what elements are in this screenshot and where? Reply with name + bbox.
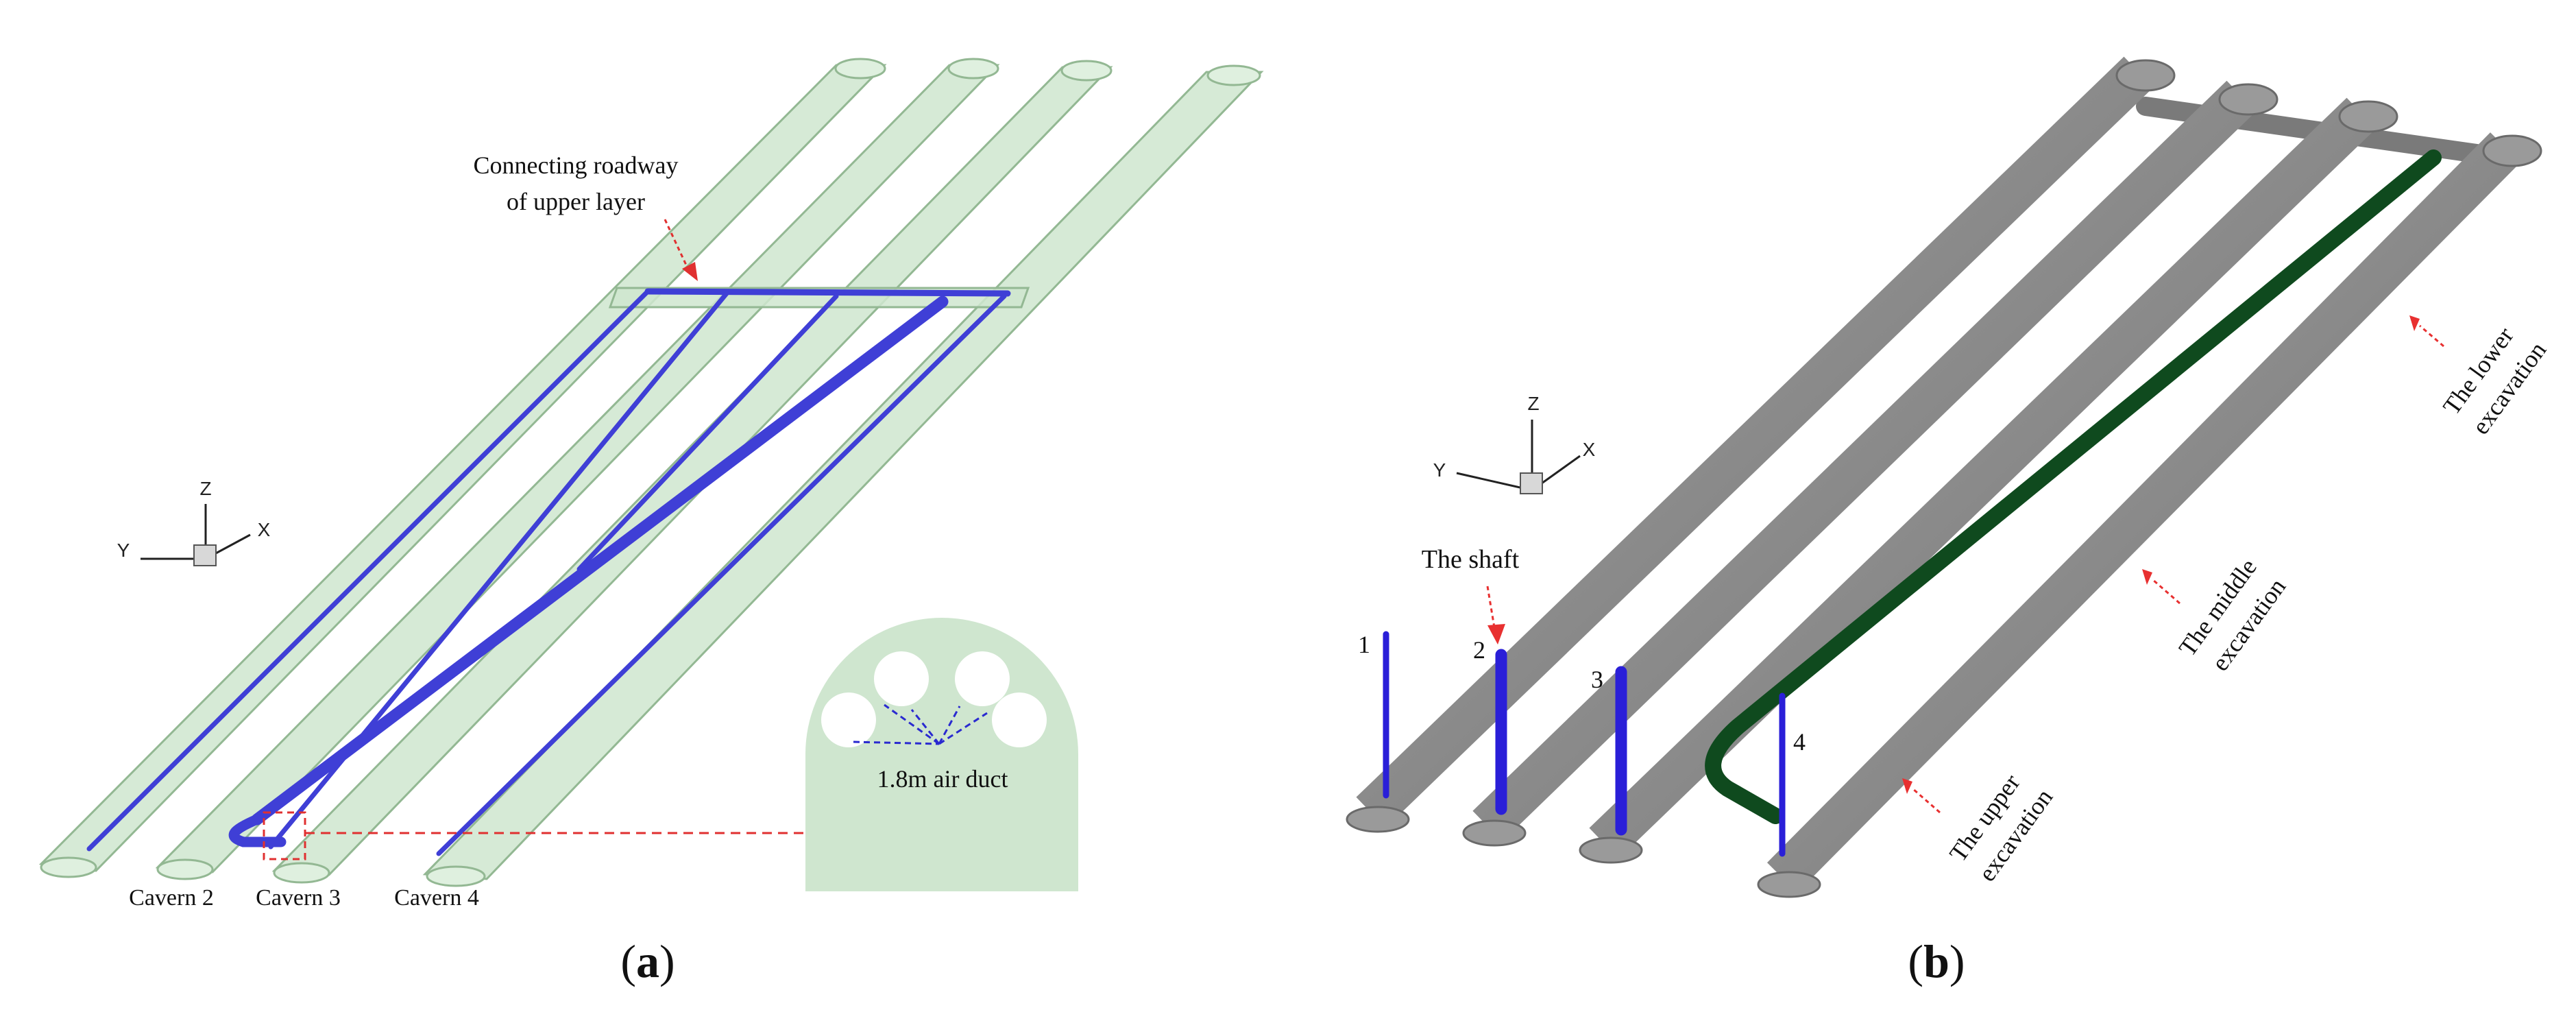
annotation-line-2: of upper layer [507,188,645,215]
cavern-label: Cavern 4 [394,885,479,911]
shaft-number: 1 [1358,631,1370,658]
tunnel-b3 [1589,97,2377,859]
axis-z-label: Z [199,478,211,499]
panel-a-label: (a) [620,935,675,987]
duct-top-roadway [644,288,1011,297]
annotation-line-1: Connecting roadway [474,152,679,179]
inset-duct-circle [992,692,1047,747]
axis-z-label: Z [1527,393,1539,414]
shaft-label: The shaft [1422,545,1520,574]
shaft-number: 2 [1473,636,1485,664]
cavern-tunnels [38,64,1264,880]
lower-excavation-label: The lower excavation [2409,315,2551,439]
duct-right [436,293,1007,856]
shafts [1383,631,1786,857]
tunnel-1 [38,64,887,872]
upper-excavation-label: The upper excavation [1902,769,2058,887]
panel-b-label: (b) [1908,935,1965,987]
inset-label: 1.8m air duct [877,765,1008,793]
air-duct-network [86,288,1011,856]
cavern-label: Cavern 3 [256,885,341,911]
tunnel-b-caps [1346,59,2542,898]
duct-left [86,289,651,852]
inset-duct-circle [821,692,876,747]
duct-main-diagonal [251,296,949,826]
inset-duct-circle [955,651,1010,706]
duct-second-diagonal [576,293,839,572]
panel-a: 1.8m air duct Connecting roadway of uppe… [38,58,1264,987]
highlight-box [263,811,306,860]
inset-tunnel-shape [805,618,1078,891]
duct-hook [228,814,287,847]
inset-duct-circle [874,651,929,706]
axis-triad-b: Z Y X [1433,393,1596,494]
cavern-label: Cavern 2 [129,885,214,911]
shaft-number: 3 [1591,666,1603,693]
axis-y-label: Y [1433,459,1446,481]
duct-cross-section-inset: 1.8m air duct [805,618,1078,891]
axis-x-label: X [258,519,271,540]
axis-y-label: Y [117,540,130,561]
tunnel-b4 [1766,132,2521,893]
axis-x-label: X [1583,439,1596,460]
middle-excavation-label: The middle excavation [2142,553,2291,676]
axis-triad-a: Z Y X [117,478,271,566]
connecting-roadway-annotation: Connecting roadway of upper layer [474,152,698,281]
tunnel-b2 [1472,80,2257,842]
panel-b: 1 2 3 4 The shaft The upper excavation T… [1346,56,2551,987]
tunnel-caps [40,58,1261,887]
shaft-number: 4 [1793,728,1806,756]
green-air-duct [1705,149,2442,824]
